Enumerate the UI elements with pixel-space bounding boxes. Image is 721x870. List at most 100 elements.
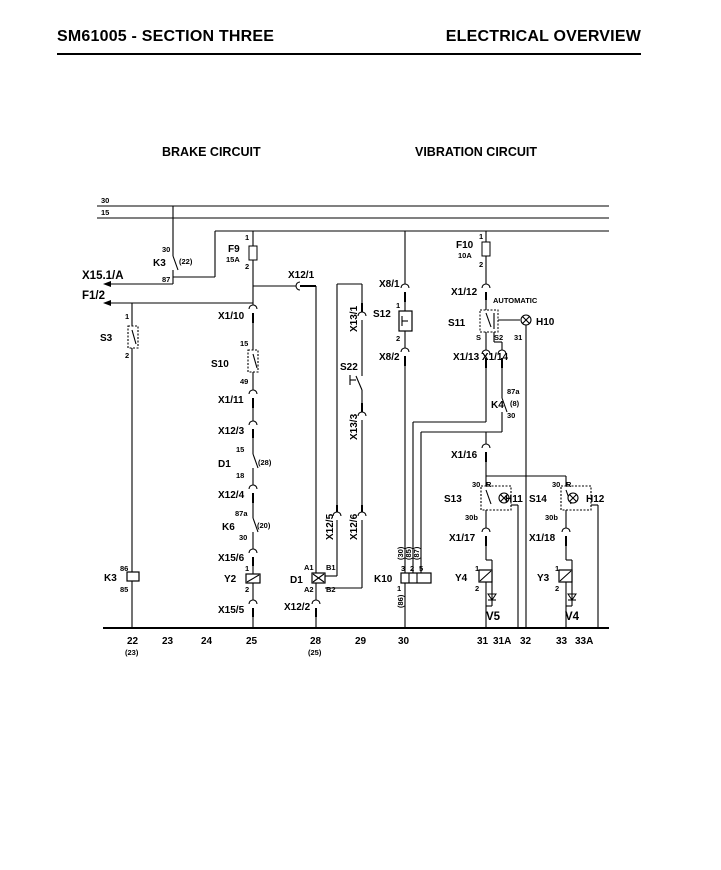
pin-1: 1 bbox=[479, 232, 483, 241]
y2-label: Y2 bbox=[224, 574, 237, 585]
pin-87a: 87a bbox=[235, 509, 248, 518]
pin-1: 1 bbox=[245, 564, 249, 573]
pin-30b: 30b bbox=[545, 513, 558, 522]
k3-contact: 30 K3 (22) 87 bbox=[153, 206, 216, 284]
col-ref-23: 23 bbox=[162, 636, 174, 647]
lamp-cross bbox=[569, 494, 577, 502]
s12-column: X8/1 1 S12 2 X8/2 bbox=[373, 231, 413, 573]
pin-1: 1 bbox=[396, 301, 400, 310]
k10-pin-30: (30) bbox=[396, 546, 405, 560]
switch-blade bbox=[172, 255, 179, 271]
column-references: 22 (23) 23 24 25 28 (25) 29 30 31 31A 32… bbox=[125, 636, 593, 657]
pin-2: 2 bbox=[125, 351, 129, 360]
pin-31: 31 bbox=[514, 333, 522, 342]
pin-30: 30 bbox=[239, 533, 247, 542]
v5-label: V5 bbox=[486, 611, 501, 623]
s22-loop: X12/5 X12/6 X13/3 S22 X13/1 bbox=[325, 283, 367, 589]
f1-2-label: F1/2 bbox=[82, 290, 105, 302]
k10-relay-box bbox=[400, 572, 432, 584]
connector-x8-2 bbox=[400, 347, 410, 353]
x15-1a-label: X15.1/A bbox=[82, 270, 124, 282]
rail-30-label: 30 bbox=[101, 196, 109, 205]
pin-2: 2 bbox=[396, 334, 400, 343]
x1-13-14-label: X1/13 X1/14 bbox=[453, 352, 508, 363]
connector-x12-2 bbox=[311, 599, 321, 605]
v4-diode-icon bbox=[567, 593, 577, 601]
pin-s2: S2 bbox=[494, 333, 503, 342]
col-ref-24: 24 bbox=[201, 636, 213, 647]
x1-10-label: X1/10 bbox=[218, 311, 245, 322]
s13-group: 30 R S13 H11 30b X1/17 1 Y4 2 V5 bbox=[444, 476, 523, 628]
solenoid-slash bbox=[559, 570, 572, 582]
v4-label: V4 bbox=[565, 611, 580, 623]
x15-6-label: X15/6 bbox=[218, 553, 245, 564]
connector-x15-5 bbox=[248, 599, 258, 605]
s10-switch-box bbox=[247, 349, 259, 373]
connector-x15-6 bbox=[248, 548, 258, 554]
connector-x1-12 bbox=[481, 283, 491, 289]
pin-49: 49 bbox=[240, 377, 248, 386]
pin-87a: 87a bbox=[507, 387, 520, 396]
col-ref-22: 22 bbox=[127, 636, 139, 647]
h12-label: H12 bbox=[586, 494, 605, 505]
pin-a1: A1 bbox=[304, 563, 314, 572]
rail-15-label: 15 bbox=[101, 208, 109, 217]
s3-switch-box bbox=[127, 325, 139, 349]
pin-2: 2 bbox=[479, 260, 483, 269]
k10-pin-86: (86) bbox=[396, 594, 405, 608]
col-ref-29: 29 bbox=[355, 636, 367, 647]
connector-x1-18 bbox=[561, 527, 571, 533]
s14-label: S14 bbox=[529, 494, 547, 505]
x1-17-label: X1/17 bbox=[449, 533, 476, 544]
f9-label: F9 bbox=[228, 244, 240, 255]
s13-label: S13 bbox=[444, 494, 462, 505]
k4-contact-blade bbox=[501, 397, 508, 413]
k10-label: K10 bbox=[374, 574, 393, 585]
connector-x12-4 bbox=[248, 484, 258, 490]
k3-pin-30: 30 bbox=[162, 245, 170, 254]
connector-x12-1 bbox=[295, 281, 301, 291]
k10-pin-87: (87) bbox=[412, 546, 421, 560]
pin-30: 30 bbox=[472, 480, 480, 489]
pin-2: 2 bbox=[555, 584, 559, 593]
y3-label: Y3 bbox=[537, 573, 550, 584]
col-ref-31a: 31A bbox=[493, 636, 511, 647]
pin-1: 1 bbox=[555, 564, 559, 573]
pin-2: 2 bbox=[410, 564, 414, 573]
diode-cross bbox=[312, 573, 325, 583]
col-ref-33: 33 bbox=[556, 636, 568, 647]
k3-coil-label: K3 bbox=[104, 573, 117, 584]
s14-switch-box bbox=[560, 485, 592, 511]
s12-label: S12 bbox=[373, 309, 391, 320]
x8-2-label: X8/2 bbox=[379, 352, 400, 363]
x8-1-label: X8/1 bbox=[379, 279, 400, 290]
s22-label: S22 bbox=[340, 362, 358, 373]
connector-x1-10 bbox=[248, 304, 258, 310]
connector-x1-11 bbox=[248, 389, 258, 395]
k4-label: K4 bbox=[491, 400, 504, 411]
left-feeds: X15.1/A F1/2 bbox=[82, 270, 253, 306]
col-ref-30: 30 bbox=[398, 636, 410, 647]
col-ref-32: 32 bbox=[520, 636, 532, 647]
k10-relay: K10 3 2 5 1 (30) (85) (87) (86) bbox=[374, 546, 432, 628]
connector-x1-16 bbox=[481, 443, 491, 449]
pin-15: 15 bbox=[240, 339, 248, 348]
page-header-left: SM61005 - SECTION THREE bbox=[57, 28, 275, 45]
pin-18: 18 bbox=[236, 471, 244, 480]
section-title-brake: BRAKE CIRCUIT bbox=[162, 145, 261, 159]
solenoid-slash bbox=[479, 570, 492, 582]
s10-label: S10 bbox=[211, 359, 229, 370]
h10-label: H10 bbox=[536, 317, 555, 328]
pin-30b: 30b bbox=[465, 513, 478, 522]
x12-3-label: X12/3 bbox=[218, 426, 245, 437]
x12-5-label: X12/5 bbox=[325, 513, 336, 540]
col-ref-22-sub: (23) bbox=[125, 648, 139, 657]
pin-1: 1 bbox=[475, 564, 479, 573]
pin-2: 2 bbox=[245, 262, 249, 271]
x1-18-label: X1/18 bbox=[529, 533, 556, 544]
power-rails: 30 15 bbox=[97, 196, 609, 629]
k6-ref: (20) bbox=[257, 521, 271, 530]
x12-4-label: X12/4 bbox=[218, 490, 245, 501]
x13-3-label: X13/3 bbox=[349, 413, 360, 440]
